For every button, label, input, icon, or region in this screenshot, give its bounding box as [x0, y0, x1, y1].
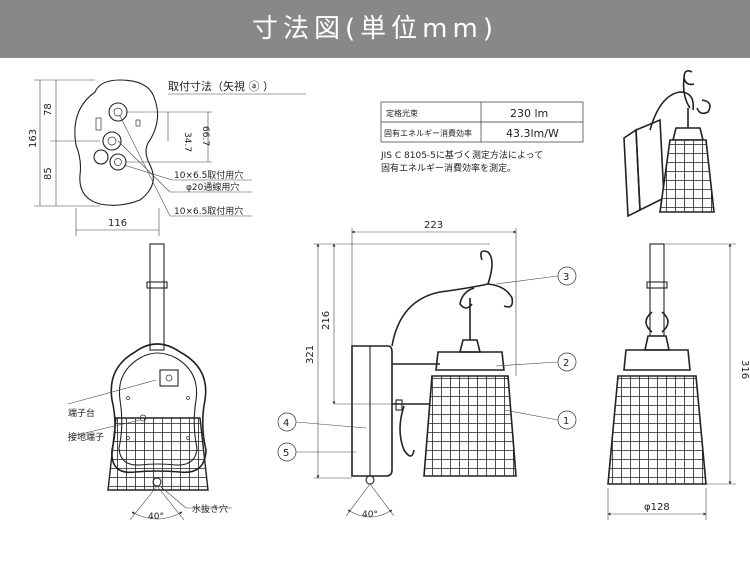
dim-mount-width: 116 [108, 218, 127, 229]
terminal-block [159, 369, 179, 387]
label-mount-hole-2: 10×6.5取付用穴 [174, 205, 243, 217]
callout-5 [277, 442, 297, 462]
callout-1 [557, 410, 577, 430]
back-angle: 40° [148, 512, 164, 522]
wire-hole [102, 131, 122, 151]
mount-view-title: 取付寸法（矢視 ⓐ ） [168, 79, 274, 93]
page-title: 寸法図(単位mm) [252, 14, 498, 44]
spec-value-efficiency: 43.3lm/W [506, 127, 559, 140]
mount-plate-outline [74, 79, 159, 206]
mount-hole-bottom [109, 153, 127, 171]
dim-mount-upper: 78 [43, 103, 54, 116]
callout-3 [557, 266, 577, 286]
label-terminal-block: 端子台 [68, 407, 95, 419]
callout-5-label: 5 [283, 448, 289, 459]
side-view: 223 321 216 40° 1 2 3 4 5 [277, 220, 577, 520]
callout-2 [557, 352, 577, 372]
dim-front-diameter: φ128 [644, 502, 670, 513]
dim-mount-inner-b: 66.7 [200, 126, 210, 146]
dim-mount-inner-a: 34.7 [182, 132, 192, 152]
dim-side-arm: 216 [321, 311, 332, 330]
dim-mount-lower: 85 [43, 167, 54, 180]
spec-label-efficiency: 固有エネルギー消費効率 [384, 128, 472, 138]
label-drain-hole: 水抜き穴 [192, 503, 228, 515]
ground-terminal [139, 414, 147, 422]
dim-side-height: 321 [305, 345, 316, 364]
label-wire-hole: φ20通線用穴 [186, 181, 239, 193]
callout-4 [277, 412, 297, 432]
spec-value-flux: 230 lm [510, 107, 548, 120]
spec-note-1: JIS C 8105-5に基づく測定方法によって [380, 149, 543, 161]
spec-note-2: 固有エネルギー消費効率を測定。 [381, 162, 516, 174]
spec-table: 定格光束 230 lm 固有エネルギー消費効率 43.3lm/W JIS C 8… [380, 101, 584, 174]
callout-2-label: 2 [563, 358, 569, 369]
product-illustration [623, 70, 715, 218]
header-banner [0, 0, 750, 58]
mount-view: 163 78 85 34.7 66.7 116 10×6.5取付用穴 φ20通線… [28, 79, 306, 236]
dim-front-height: 316 [739, 360, 750, 379]
label-mount-hole-1: 10×6.5取付用穴 [174, 169, 243, 181]
spec-label-flux: 定格光束 [386, 108, 418, 118]
callout-3-label: 3 [563, 272, 569, 283]
callout-1-label: 1 [563, 416, 569, 427]
dim-side-width: 223 [424, 220, 443, 231]
side-angle: 40° [362, 510, 378, 520]
front-view: 316 φ128 [607, 243, 750, 520]
mount-hole-top [108, 102, 128, 122]
dimension-drawing: 163 78 85 34.7 66.7 116 10×6.5取付用穴 φ20通線… [28, 70, 750, 522]
label-ground-terminal: 接地端子 [68, 431, 104, 443]
back-view: 端子台 接地端子 40° 水抜き穴 [67, 243, 232, 522]
dim-mount-total: 163 [28, 129, 39, 148]
callout-4-label: 4 [283, 418, 289, 429]
